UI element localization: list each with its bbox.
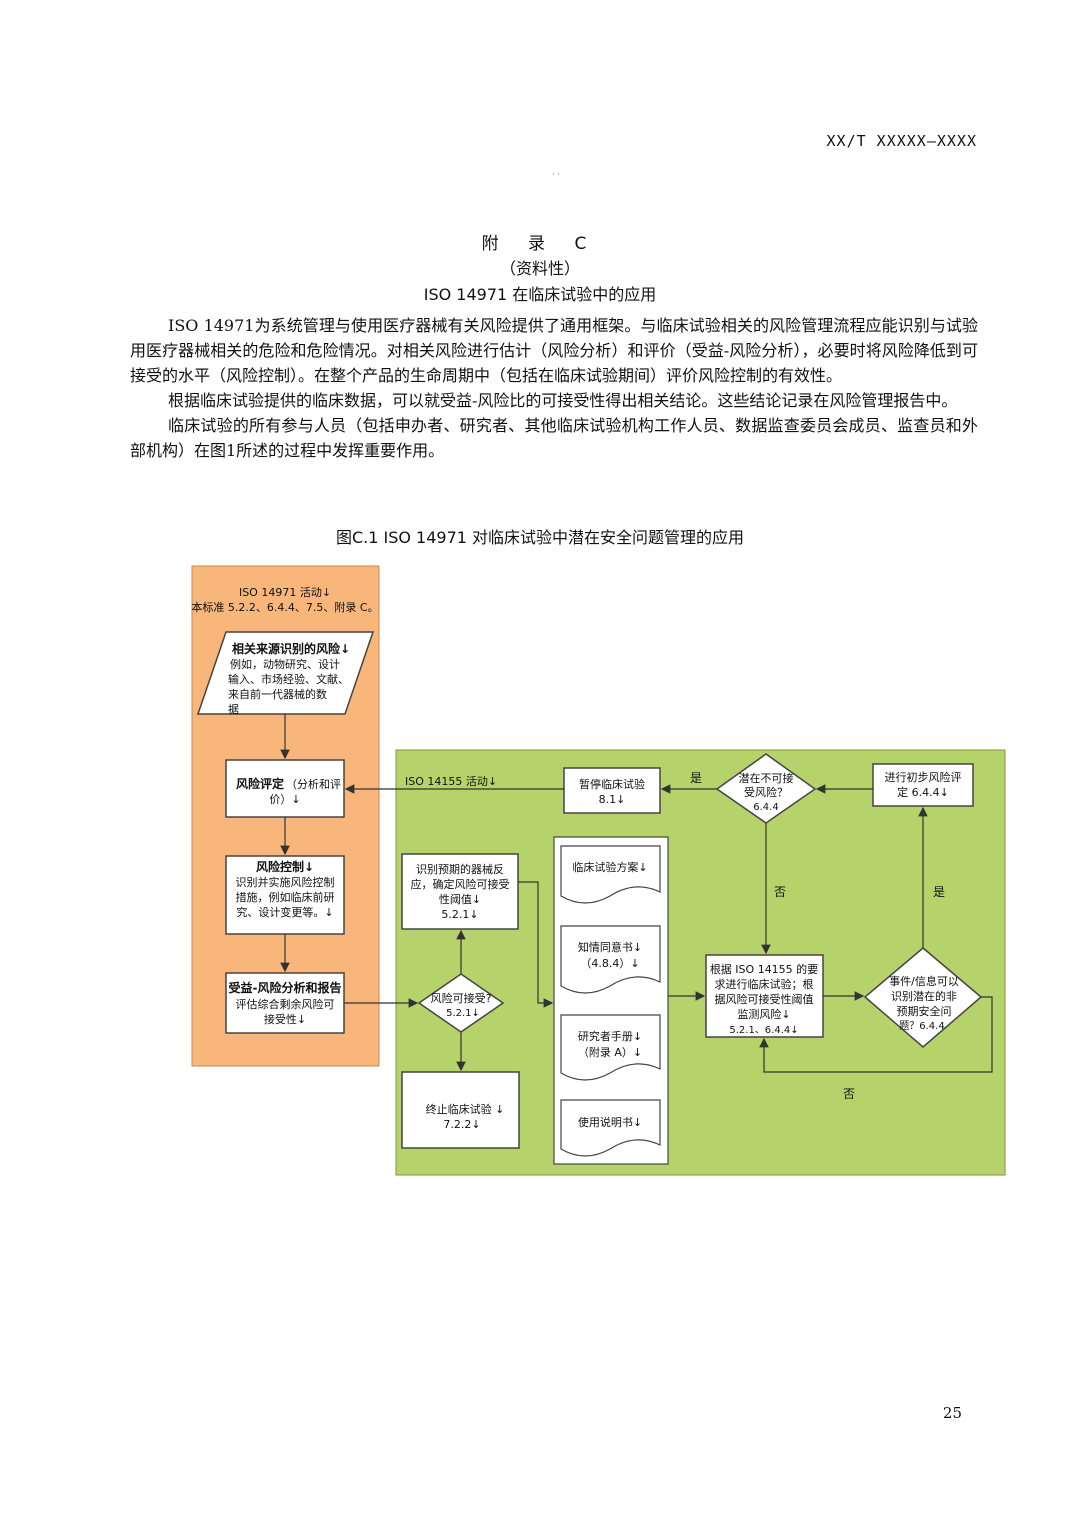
- doc-brochure-line2: （附录 A）↓: [578, 1045, 642, 1059]
- unacceptable-risk-line3: 6.4.4: [753, 802, 778, 813]
- unacceptable-risk-line2: 受风险？: [744, 785, 788, 799]
- conduct-trial-line2: 求进行临床试验；根: [715, 977, 814, 991]
- label-yes-pause: 是: [690, 771, 702, 785]
- risk-control-title: 风险控制↓: [256, 859, 314, 874]
- annex-type: （资料性）: [499, 259, 580, 278]
- event-diamond: [863, 947, 983, 1048]
- standard-code: XX/T XXXXX—XXXX: [826, 132, 977, 150]
- benefit-risk-line2: 接受性↓: [264, 1012, 306, 1026]
- conduct-trial-line1: 根据 ISO 14155 的要: [710, 962, 818, 976]
- identify-reactions-line1: 识别预期的器械反: [416, 862, 504, 876]
- identify-reactions-line2: 应，确定风险可接受: [411, 877, 510, 891]
- annex-name: ISO 14971 在临床试验中的应用: [423, 285, 657, 304]
- risk-control-line3: 究、设计变更等。↓: [236, 905, 333, 919]
- terminate-trial-line2: 7.2.2↓: [443, 1118, 480, 1131]
- doc-ifu: [560, 1099, 661, 1157]
- paragraph-3: 临床试验的所有参与人员（包括申办者、研究者、其他临床试验机构工作人员、数据监查委…: [130, 416, 978, 460]
- benefit-risk-box: [225, 972, 345, 1034]
- connector-identify-docs: [518, 881, 554, 1008]
- green-panel-label: ISO 14155 活动↓: [405, 775, 497, 788]
- body-text: ISO 14971为系统管理与使用医疗器械有关风险提供了通用框架。与临床试验相关…: [130, 313, 978, 463]
- risk-source-line3: 来自前一代器械的数: [228, 687, 327, 701]
- label-yes-event: 是: [933, 885, 945, 899]
- risk-source-line4: 据: [228, 702, 239, 716]
- label-no-unacceptable: 否: [774, 885, 786, 899]
- doc-consent-line2: （4.8.4）↓: [580, 957, 639, 970]
- conduct-trial-line3: 据风险可接受性阈值: [715, 992, 814, 1006]
- pause-trial-line1: 暂停临床试验: [579, 777, 645, 791]
- event-line1: 事件/信息可以: [889, 974, 959, 988]
- risk-assessment-title: 风险评定: [236, 776, 284, 791]
- identify-reactions-box: [401, 853, 519, 930]
- risk-assessment-box: [225, 759, 345, 818]
- unacceptable-risk-line1: 潜在不可接: [739, 771, 794, 785]
- doc-brochure-line1: 研究者手册↓: [578, 1029, 642, 1043]
- figure-caption: 图C.1 ISO 14971 对临床试验中潜在安全问题管理的应用: [335, 528, 745, 547]
- risk-source-title: 相关来源识别的风险↓: [232, 641, 350, 656]
- doc-protocol-line1: 临床试验方案↓: [572, 860, 647, 874]
- terminate-trial-box: [401, 1071, 520, 1149]
- risk-control-line2: 措施，例如临床前研: [236, 890, 335, 904]
- paragraph-1: ISO 14971为系统管理与使用医疗器械有关风险提供了通用框架。与临床试验相关…: [130, 316, 978, 385]
- initial-eval-line2: 定 6.4.4↓: [897, 785, 949, 799]
- orange-panel-line1: ISO 14971 活动↓: [239, 586, 331, 599]
- event-line2: 识别潜在的非: [891, 989, 957, 1003]
- doc-consent: [560, 925, 661, 994]
- conduct-trial-line5: 5.2.1、6.4.4↓: [729, 1025, 798, 1036]
- initial-eval-line1: 进行初步风险评: [885, 770, 962, 784]
- header-dots: · ·: [552, 170, 560, 179]
- risk-control-line1: 识别并实施风险控制: [236, 875, 335, 889]
- paragraph-2: 根据临床试验提供的临床数据，可以就受益-风险比的可接受性得出相关结论。这些结论记…: [168, 391, 958, 410]
- risk-source-box: [196, 631, 375, 715]
- doc-protocol: [560, 845, 661, 904]
- initial-eval-box: [872, 763, 974, 807]
- annex-title: 附 录 C: [481, 234, 599, 254]
- event-line4: 题？6.4.4: [899, 1020, 944, 1032]
- risk-assessment-line2: 价）↓: [269, 793, 300, 806]
- pause-trial-line2: 8.1↓: [599, 793, 626, 806]
- benefit-risk-title: 受益-风险分析和报告: [229, 980, 342, 995]
- label-no-event: 否: [843, 1087, 855, 1101]
- risk-source-line2: 输入、市场经验、文献、: [228, 672, 349, 686]
- conduct-trial-line4: 监测风险↓: [737, 1007, 790, 1021]
- risk-control-box: [225, 855, 345, 935]
- risk-acceptable-line2: 5.2.1↓: [446, 1008, 480, 1019]
- conduct-trial-box: [705, 954, 824, 1038]
- risk-acceptable-line1: 风险可接受?: [431, 991, 492, 1005]
- pause-trial-box: [563, 767, 661, 814]
- doc-investigator-brochure: [560, 1014, 661, 1081]
- risk-assessment-suffix: （分析和评: [286, 777, 341, 791]
- doc-consent-line1: 知情同意书↓: [578, 940, 642, 954]
- identify-reactions-line4: 5.2.1↓: [441, 908, 478, 921]
- benefit-risk-line1: 评估综合剩余风险可: [236, 997, 335, 1011]
- connector-event-no-loop: [759, 996, 993, 1073]
- risk-source-line1: 例如，动物研究、设计: [230, 657, 340, 671]
- doc-ifu-line1: 使用说明书↓: [578, 1115, 642, 1129]
- page-number: 25: [942, 1404, 962, 1422]
- event-line3: 预期安全问: [897, 1004, 952, 1018]
- terminate-trial-line1: 终止临床试验 ↓: [426, 1102, 505, 1116]
- identify-reactions-line3: 性阈值↓: [439, 892, 481, 906]
- orange-panel-line2: 本标准 5.2.2、6.4.4、7.5、附录 C。: [191, 600, 378, 614]
